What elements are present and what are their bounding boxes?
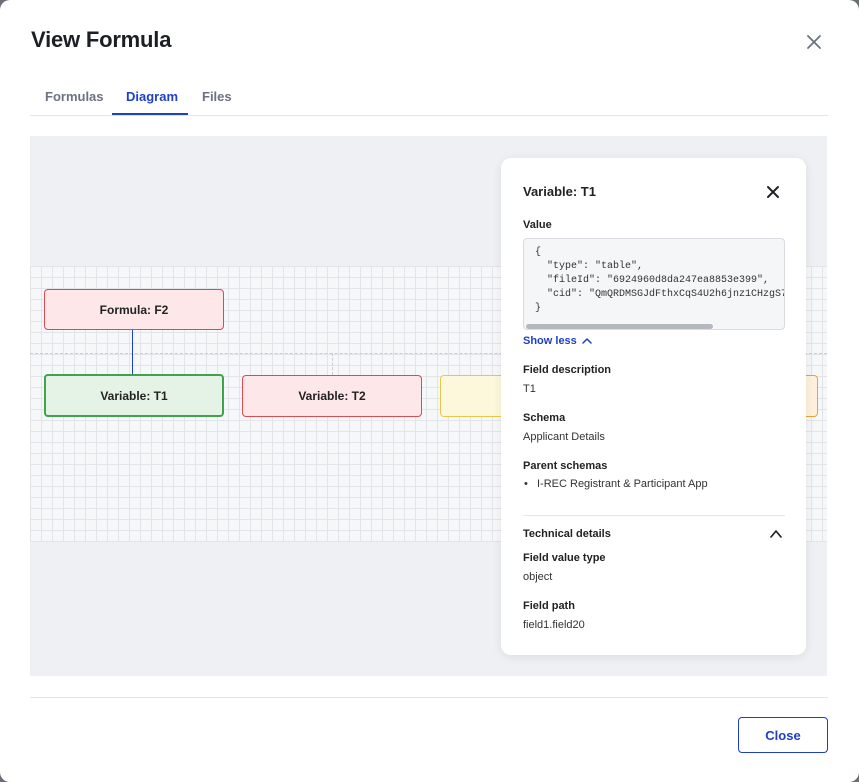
close-button[interactable]: Close: [738, 717, 828, 753]
value-code: { "type": "table", "fileId": "6924960d8d…: [535, 247, 785, 314]
value-label: Value: [523, 219, 552, 231]
active-tab-indicator: [112, 113, 188, 115]
show-less-label: Show less: [523, 335, 577, 347]
chevron-up-icon[interactable]: [769, 527, 783, 541]
schema-label: Schema: [523, 412, 566, 424]
field-description-label: Field description: [523, 364, 612, 376]
panel-title: Variable: T1: [523, 184, 596, 199]
tab-formulas[interactable]: Formulas: [45, 89, 104, 104]
node-variable-t2[interactable]: Variable: T2: [242, 375, 422, 417]
diagram-guide-line: [30, 353, 827, 354]
parent-schemas-label: Parent schemas: [523, 460, 608, 472]
show-less-link[interactable]: Show less: [523, 335, 592, 347]
footer-divider: [30, 697, 828, 698]
horizontal-scrollbar[interactable]: [526, 324, 713, 329]
close-icon[interactable]: [803, 31, 825, 53]
tab-bar: Formulas Diagram Files: [30, 84, 828, 116]
tab-diagram[interactable]: Diagram: [126, 89, 179, 104]
dialog-title: View Formula: [31, 27, 172, 52]
schema-value: Applicant Details: [523, 431, 605, 443]
value-code-box[interactable]: { "type": "table", "fileId": "6924960d8d…: [523, 238, 785, 330]
field-value-type-value: object: [523, 571, 553, 583]
field-description-value: T1: [523, 383, 536, 395]
diagram-guide-line: [332, 353, 333, 375]
parent-schema-item: I-REC Registrant & Participant App: [523, 478, 708, 490]
divider: [523, 515, 785, 516]
close-icon[interactable]: [765, 184, 781, 200]
parent-schema-name: I-REC Registrant & Participant App: [537, 478, 708, 490]
field-path-value: field1.field20: [523, 619, 585, 631]
chevron-up-icon: [582, 338, 592, 344]
technical-details-label: Technical details: [523, 528, 611, 540]
node-variable-t1[interactable]: Variable: T1: [44, 374, 224, 417]
node-formula-f2[interactable]: Formula: F2: [44, 289, 224, 330]
variable-details-panel: Variable: T1 Value { "type": "table", "f…: [501, 158, 806, 655]
field-value-type-label: Field value type: [523, 552, 606, 564]
node-connector: [132, 329, 133, 375]
field-path-label: Field path: [523, 600, 575, 612]
tab-files[interactable]: Files: [202, 89, 232, 104]
